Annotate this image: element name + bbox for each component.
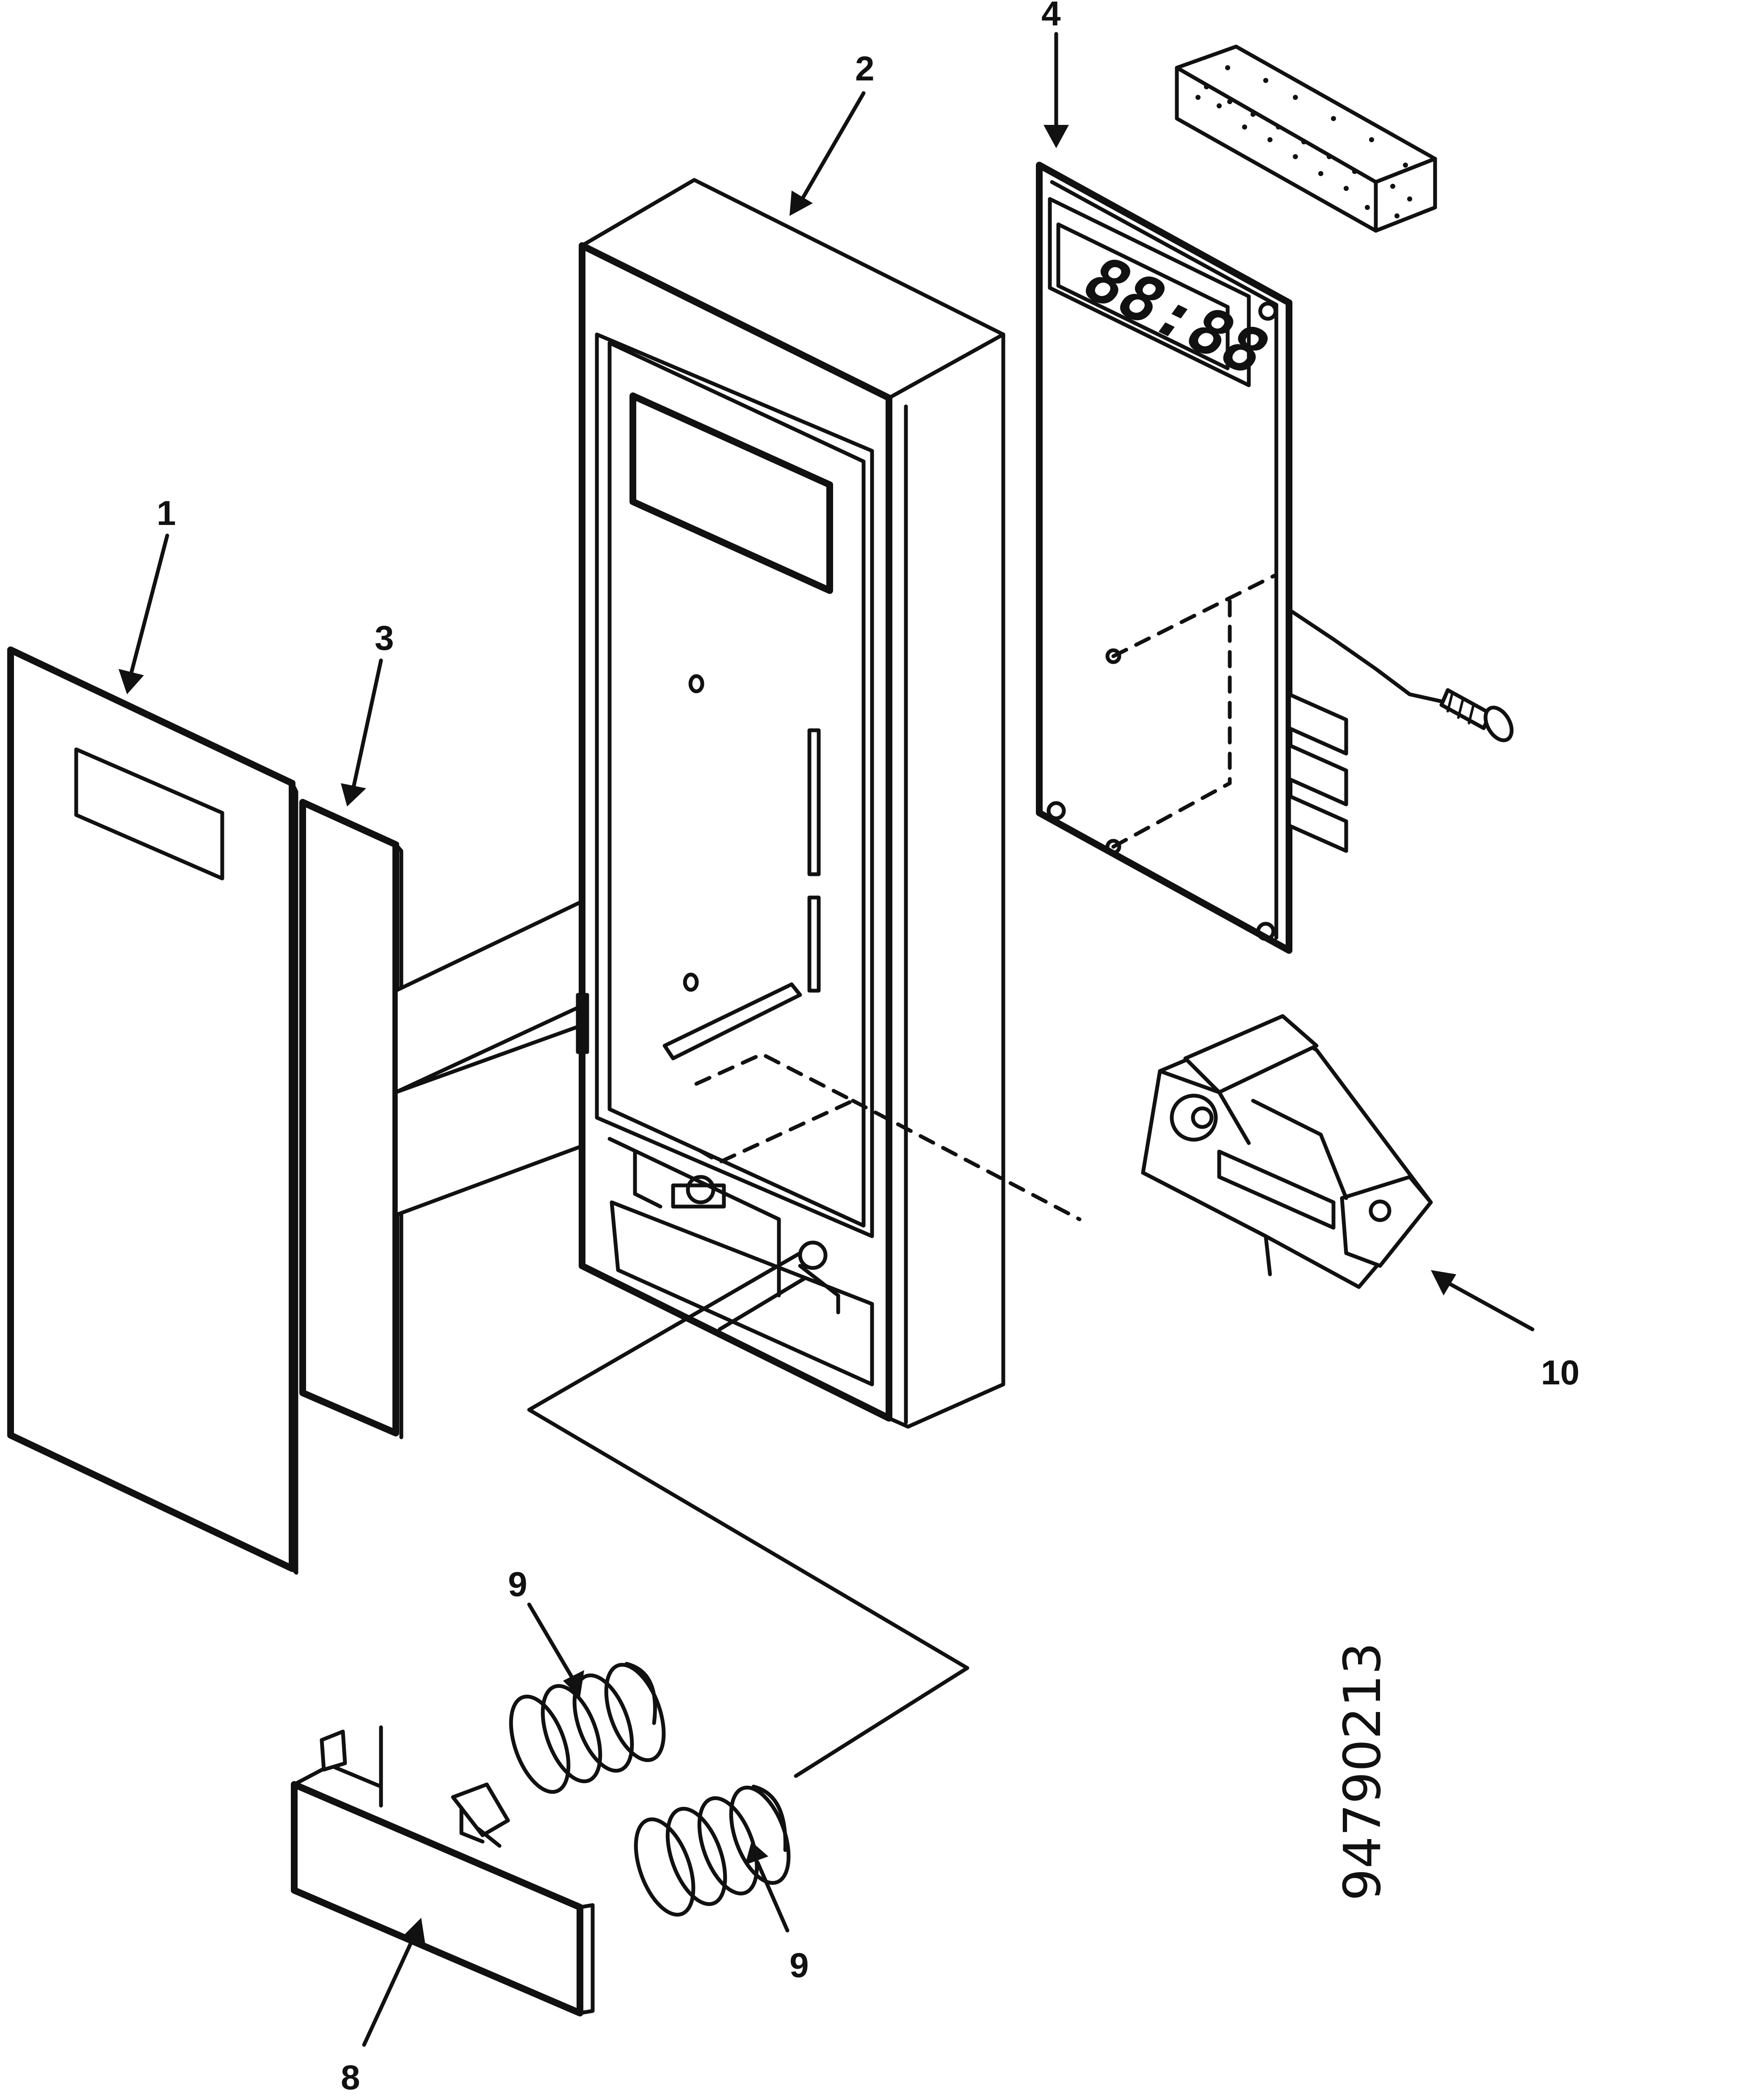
control-housing-part-2 bbox=[576, 178, 1082, 1429]
label-part-8: 8 bbox=[341, 2058, 360, 2097]
push-button-part-8 bbox=[291, 1725, 595, 2016]
spring-part-9-upper bbox=[509, 1662, 666, 1794]
part-labels: 1 2 3 4 8 9 9 10 bbox=[157, 0, 1579, 2097]
label-part-4: 4 bbox=[1041, 0, 1061, 33]
screw bbox=[1439, 688, 1514, 743]
drawing-code: 94790213 bbox=[1333, 1642, 1392, 1901]
display-board-part-4: 88:88 bbox=[1036, 44, 1514, 954]
label-part-10: 10 bbox=[1541, 1353, 1579, 1392]
latch-mechanism-part-10 bbox=[1141, 1014, 1433, 1289]
callout-arrows bbox=[119, 32, 1535, 2047]
label-part-9-lower: 9 bbox=[790, 1946, 809, 1985]
foam-block bbox=[1175, 44, 1437, 233]
assembly-lead-lines bbox=[527, 1251, 969, 1778]
label-part-1: 1 bbox=[157, 494, 176, 533]
label-part-2: 2 bbox=[855, 50, 875, 88]
spring-part-9-lower bbox=[634, 1784, 791, 1917]
label-part-9-upper: 9 bbox=[508, 1565, 527, 1604]
label-part-3: 3 bbox=[375, 619, 394, 657]
front-panel-part-1 bbox=[7, 646, 298, 1575]
